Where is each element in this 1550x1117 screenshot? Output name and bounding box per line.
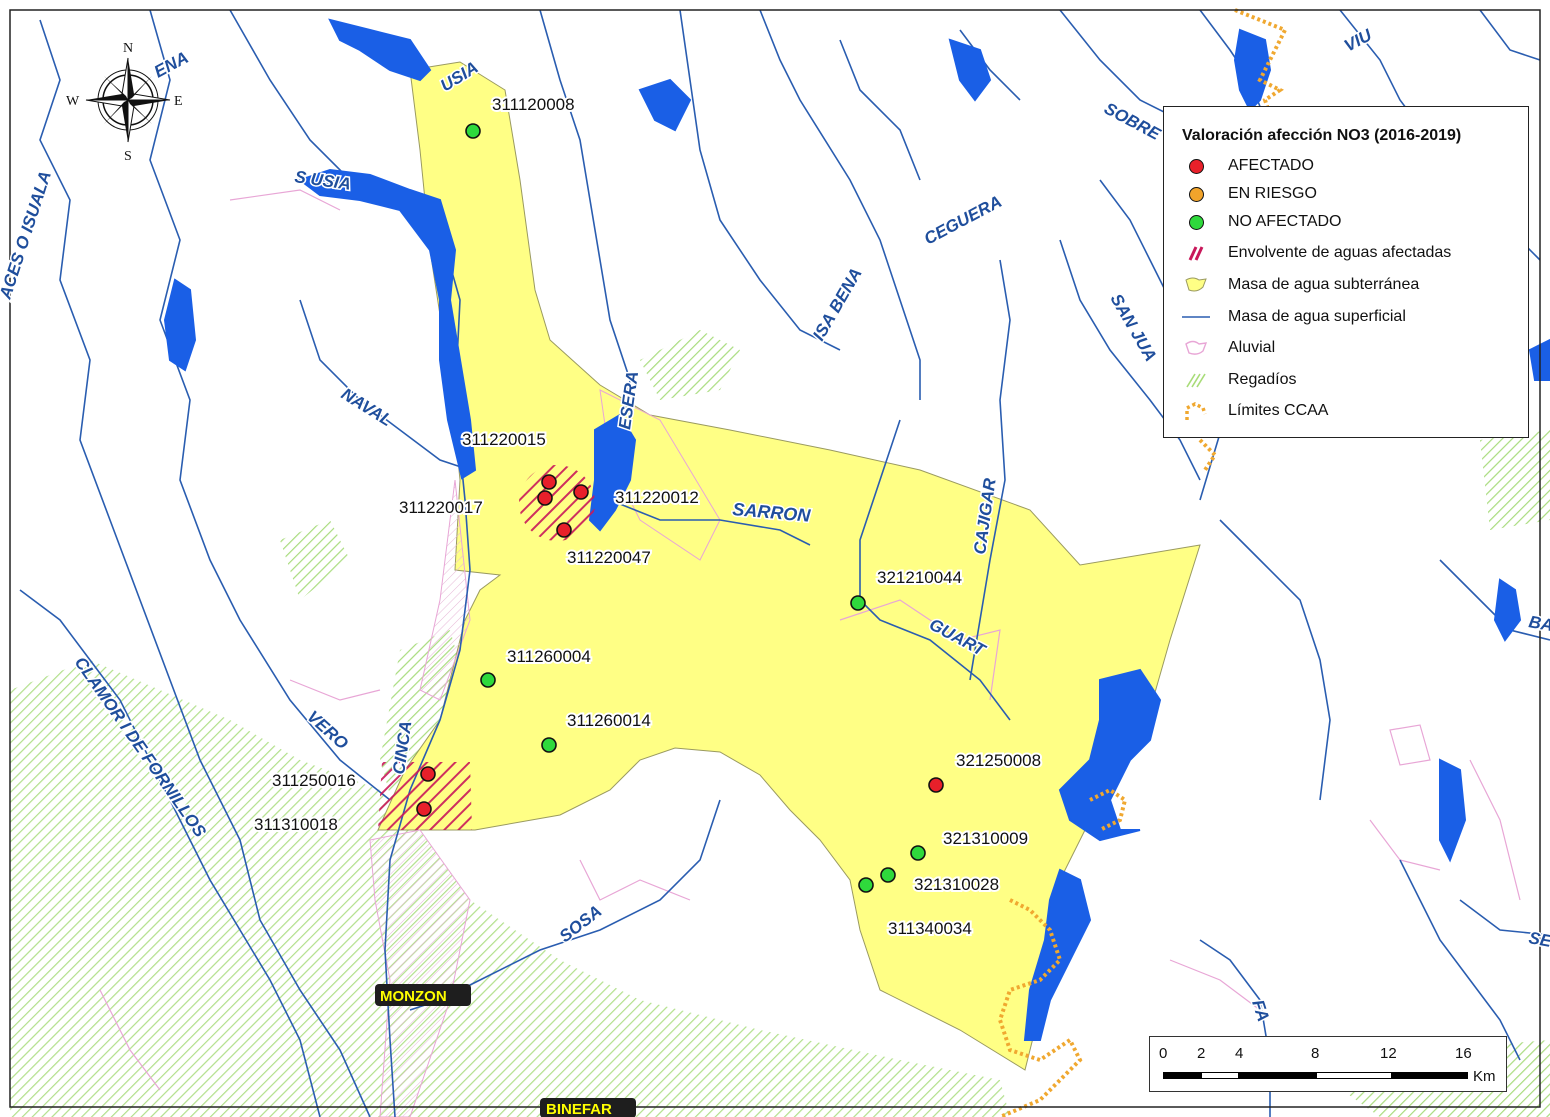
hatch-icon [1182,243,1210,263]
station-point[interactable] [858,877,874,893]
legend-item-not-affected: NO AFECTADO [1182,210,1342,234]
legend-label: NO AFECTADO [1228,213,1342,230]
town-label-binefar: BINEFAR [546,1101,612,1117]
map-legend: Valoración afección NO3 (2016-2019) AFEC… [1163,106,1529,438]
red-point-icon [1182,156,1210,176]
legend-item-irrigation: Regadíos [1182,368,1297,392]
town-badge-monzon [375,984,471,1006]
river-network [19,9,1550,1117]
scale-tick: 2 [1197,1045,1206,1062]
reservoirs [163,18,1550,1041]
compass-e: E [174,94,183,109]
station-label: 311220047 [567,548,651,567]
station-point[interactable] [420,766,436,782]
station-label: 311250016 [272,771,356,790]
station-point[interactable] [556,522,572,538]
compass-w: W [66,94,80,109]
scale-bar: 0 2 4 8 12 16 Km [1149,1036,1507,1092]
compass-n: N [123,41,133,56]
station-label: 311260004 [507,647,591,666]
station-label: 311340034 [888,919,972,938]
legend-label: Masa de agua subterránea [1228,276,1420,293]
legend-item-alluvial: Aluvial [1182,336,1275,360]
legend-label: EN RIESGO [1228,185,1317,202]
station-label: 321250008 [956,751,1041,770]
station-point[interactable] [880,867,896,883]
orange-point-icon [1182,184,1210,204]
town-badge-binefar [540,1098,636,1117]
station-point[interactable] [416,801,432,817]
legend-item-boundaries: Límites CCAA [1182,399,1328,423]
station-point[interactable] [541,474,557,490]
legend-label: Aluvial [1228,339,1276,356]
scale-segment [1316,1072,1392,1079]
legend-label: Masa de agua superficial [1228,308,1406,325]
station-label: 311220017 [399,498,483,517]
legend-item-envelope: Envolvente de aguas afectadas [1182,241,1451,265]
station-point[interactable] [928,777,944,793]
scale-unit: Km [1473,1068,1496,1085]
town-labels: MONZON BINEFAR [375,984,636,1117]
alluvial-zones [99,189,1521,1117]
polygon-icon [1182,275,1210,295]
groundwater-body [377,61,1201,1071]
station-label: 321310028 [914,875,999,894]
legend-label: AFECTADO [1228,157,1314,174]
station-point[interactable] [537,490,553,506]
scale-segment [1163,1072,1201,1079]
scale-segment [1201,1072,1239,1079]
green-point-icon [1182,212,1210,232]
legend-item-at-risk: EN RIESGO [1182,182,1317,206]
station-label: 311220015 [462,430,546,449]
compass-rose: N S E W [66,41,183,164]
station-point[interactable] [465,123,481,139]
compass-s: S [124,149,132,164]
scale-tick: 0 [1159,1045,1168,1062]
station-label: 311260014 [567,711,651,730]
legend-label: Envolvente de aguas afectadas [1228,244,1452,261]
station-label: 311220012 [615,488,699,507]
scale-tick: 12 [1380,1045,1397,1062]
map-frame [9,9,1541,1108]
station-point[interactable] [850,595,866,611]
station-label: 311310018 [254,815,338,834]
station-point[interactable] [541,737,557,753]
scale-tick: 8 [1311,1045,1320,1062]
legend-item-affected: AFECTADO [1182,154,1314,178]
station-points [416,123,944,893]
town-label-monzon: MONZON [380,988,447,1005]
station-labels: 311120008 311220015 311220017 311220012 … [252,93,1043,940]
legend-item-surface-water: Masa de agua superficial [1182,305,1406,329]
scale-tick: 16 [1455,1045,1472,1062]
station-point[interactable] [480,672,496,688]
legend-title: Valoración afección NO3 (2016-2019) [1182,127,1462,144]
scale-segment [1392,1072,1468,1079]
legend-label: Regadíos [1228,371,1297,388]
station-point[interactable] [910,845,926,861]
legend-label: Límites CCAA [1228,402,1329,419]
line-icon [1182,307,1210,327]
alluvial-icon [1182,338,1210,358]
legend-item-groundwater: Masa de agua subterránea [1182,273,1419,297]
affected-envelopes [378,465,595,830]
station-label: 311120008 [492,95,575,114]
regional-boundaries [997,8,1288,1117]
dotted-boundary-icon [1182,401,1210,421]
stripes-icon [1182,370,1210,390]
scale-segment [1239,1072,1316,1079]
station-label: 321310009 [943,829,1028,848]
station-point[interactable] [573,484,589,500]
scale-tick: 4 [1235,1045,1244,1062]
station-label: 321210044 [877,568,962,587]
